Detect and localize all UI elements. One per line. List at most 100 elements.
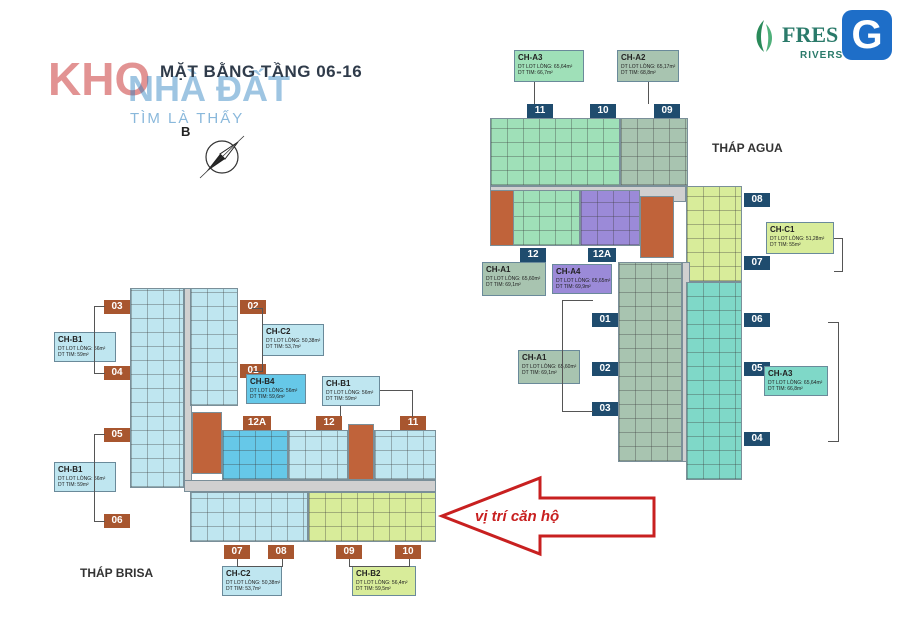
card-chb2: CH-B2 DT LOT LÒNG: 56,4m² DT TIM: 59,5m² (352, 566, 416, 596)
unit-tag-04: 04 (104, 366, 130, 380)
unit-block-b09-b10 (308, 492, 436, 542)
card-title: CH-B1 (326, 379, 351, 388)
leader-line (828, 322, 839, 442)
location-arrow-text: vị trí căn hộ (475, 508, 560, 525)
corridor-brisa-horizontal (184, 480, 436, 492)
card-title: CH-C2 (226, 569, 251, 578)
unit-tag-06: 06 (104, 514, 130, 528)
card-line: DT LOT LÒNG: 56m² (326, 390, 374, 396)
unit-block-a09 (620, 118, 688, 186)
unit-tag-02: 02 (240, 300, 266, 314)
card-line: DT TIM: 55m² (770, 242, 801, 248)
card-cha3-right: CH-A3 DT LOT LÒNG: 65,64m² DT TIM: 66,8m… (764, 366, 828, 396)
card-line: DT LOT LÒNG: 50,38m² (266, 338, 321, 344)
leader-line (349, 559, 410, 567)
card-title: CH-B2 (356, 569, 381, 578)
card-line: DT TIM: 68,8m² (621, 70, 656, 76)
brand-name: FRES (782, 22, 839, 47)
unit-tag-10: 10 (590, 104, 616, 118)
card-line: DT TIM: 66,8m² (768, 386, 803, 392)
card-line: DT LOT LÒNG: 65,60m² (486, 276, 541, 282)
core-agua-right (640, 196, 674, 258)
card-title: CH-B1 (58, 465, 83, 474)
card-line: DT TIM: 69,1m² (522, 370, 557, 376)
unit-tag-12: 12 (316, 416, 342, 430)
unit-tag-10: 10 (395, 545, 421, 559)
unit-tag-06: 06 (744, 313, 770, 327)
unit-block-a11-a10 (490, 118, 620, 186)
unit-tag-09: 09 (654, 104, 680, 118)
card-cha4: CH-A4 DT LOT LÒNG: 65,65m² DT TIM: 69,9m… (552, 264, 612, 294)
unit-block-a12a (580, 190, 640, 246)
unit-tag-02: 02 (592, 362, 618, 376)
compass-icon (199, 135, 245, 179)
unit-block-a08-a07 (686, 186, 742, 282)
card-title: CH-B4 (250, 377, 275, 386)
card-cha3-top: CH-A3 DT LOT LÒNG: 65,64m² DT TIM: 66,7m… (514, 50, 584, 82)
card-cha1-top: CH-A1 DT LOT LÒNG: 65,60m² DT TIM: 69,1m… (482, 262, 546, 296)
watermark-slogan: TÌM LÀ THẤY (130, 110, 245, 127)
leaf-logo-icon (756, 20, 772, 52)
unit-tag-05: 05 (104, 428, 130, 442)
unit-block-a06-a04 (686, 282, 742, 480)
leader-line (648, 82, 649, 104)
leader-line (340, 406, 341, 416)
unit-tag-12a: 12A (243, 416, 271, 430)
unit-tag-11: 11 (527, 104, 553, 118)
card-line: DT TIM: 59m² (58, 352, 89, 358)
card-chb1-b: CH-B1 DT LOT LÒNG: 56m² DT TIM: 59m² (322, 376, 380, 406)
unit-block-b02-b01 (190, 288, 238, 406)
card-line: DT LOT LÒNG: 56,4m² (356, 580, 408, 586)
card-cha2: CH-A2 DT LOT LÒNG: 65,17m² DT TIM: 68,8m… (617, 50, 679, 82)
card-line: DT TIM: 53,7m² (266, 344, 301, 350)
unit-block-b12a (222, 430, 288, 480)
unit-tag-12: 12 (520, 248, 546, 262)
location-arrow-icon (437, 475, 656, 557)
leader-line (252, 308, 263, 372)
card-line: DT TIM: 59m² (326, 396, 357, 402)
card-line: DT TIM: 59m² (58, 482, 89, 488)
card-chc2-top: CH-C2 DT LOT LÒNG: 50,38m² DT TIM: 53,7m… (262, 324, 324, 356)
unit-tag-05: 05 (744, 362, 770, 376)
unit-block-b07-b08 (190, 492, 308, 542)
card-title: CH-A3 (768, 369, 793, 378)
card-line: DT LOT LÒNG: 56m² (250, 388, 298, 394)
brand-logo: G (842, 10, 892, 60)
leader-line (237, 559, 283, 567)
card-title: CH-A1 (522, 353, 547, 362)
unit-tag-08: 08 (268, 545, 294, 559)
unit-tag-08: 08 (744, 193, 770, 207)
unit-block-b12 (288, 430, 348, 480)
card-line: DT LOT LÒNG: 51,28m² (770, 236, 825, 242)
card-line: DT TIM: 53,7m² (226, 586, 261, 592)
card-line: DT LOT LÒNG: 56m² (58, 476, 106, 482)
card-line: DT TIM: 69,1m² (486, 282, 521, 288)
unit-tag-07: 07 (744, 256, 770, 270)
watermark-nhadat: NHÀ ĐẤT (128, 68, 290, 109)
card-title: CH-C1 (770, 225, 795, 234)
unit-tag-03: 03 (592, 402, 618, 416)
unit-block-b11 (374, 430, 436, 480)
card-title: CH-A2 (621, 53, 646, 62)
brand-sub: RIVERS (800, 50, 844, 61)
core-brisa-left (192, 412, 222, 474)
core-brisa-right (348, 424, 374, 480)
unit-tag-07: 07 (224, 545, 250, 559)
unit-tag-12a: 12A (588, 248, 616, 262)
watermark-kho: KHO (48, 53, 151, 105)
unit-tag-11: 11 (400, 416, 426, 430)
leader-line (562, 300, 593, 412)
card-line: DT LOT LÒNG: 65,64m² (518, 64, 573, 70)
card-line: DT TIM: 66,7m² (518, 70, 553, 76)
card-title: CH-A4 (556, 267, 581, 276)
leader-line (834, 238, 843, 272)
card-line: DT TIM: 59,5m² (356, 586, 391, 592)
card-chc1: CH-C1 DT LOT LÒNG: 51,28m² DT TIM: 55m² (766, 222, 834, 254)
card-line: DT LOT LÒNG: 65,64m² (768, 380, 823, 386)
leader-line (94, 306, 105, 374)
leader-line (94, 434, 105, 522)
card-line: DT TIM: 69,9m² (556, 284, 591, 290)
unit-tag-04: 04 (744, 432, 770, 446)
unit-tag-01: 01 (592, 313, 618, 327)
compass-letter: B (181, 124, 191, 139)
